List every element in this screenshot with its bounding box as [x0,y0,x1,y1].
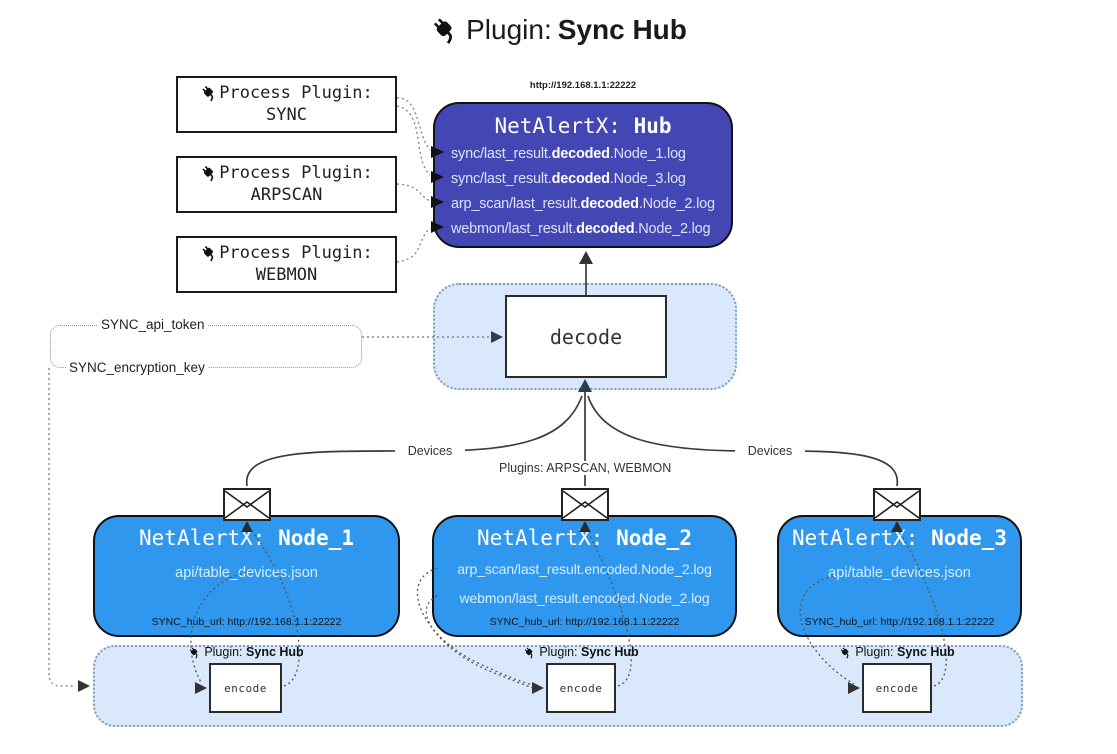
sync-encryption-key-label: SYNC_encryption_key [66,360,208,375]
page-title-name: Sync Hub [557,14,687,45]
node-3-title: NetAlertX:Node_3 [792,526,1007,550]
plug-icon [200,244,218,262]
sync-api-token-label: SYNC_api_token [98,317,208,332]
secrets-to-encoders-link [48,368,76,687]
plug-icon [188,645,201,659]
process-plugin-name: ARPSCAN [250,185,323,205]
process-plugin-label: Process Plugin: [219,163,373,183]
plug-icon [839,645,852,659]
sync-to-hub-link-1 [396,97,431,151]
process-plugin-arpscan-box: Process Plugin: ARPSCAN [176,156,397,213]
envelope-icon [223,488,271,521]
hub-title-prefix: NetAlertX: [494,114,621,138]
encoder-1-label: Plugin: Sync Hub [166,645,326,659]
node-3-file: api/table_devices.json [828,565,971,581]
process-plugin-sync-box: Process Plugin: SYNC [176,76,397,133]
arpscan-to-hub-link [396,183,431,202]
hub-url: http://192.168.1.1:22222 [529,80,637,91]
hub-file: webmon/last_result.decoded.Node_2.log [451,221,711,237]
node-2-title: NetAlertX:Node_2 [477,526,692,550]
plug-icon [430,15,460,45]
hub-box: NetAlertX: Hub sync/last_result.decoded.N… [433,102,733,248]
node-1-file: api/table_devices.json [175,565,318,581]
hub-file: sync/last_result.decoded.Node_1.log [451,146,686,162]
plug-icon [200,84,218,102]
sync-to-hub-link-2 [396,105,431,176]
devices-left-label: Devices [395,444,465,458]
process-plugin-name: SYNC [266,105,307,125]
hub-file: arp_scan/last_result.decoded.Node_2.log [451,196,715,212]
encode-box-2: encode [546,663,616,713]
node-2-file: webmon/last_result.encoded.Node_2.log [459,590,710,606]
encode-box-1: encode [209,663,282,713]
node-1-box: NetAlertX:Node_1 api/table_devices.json … [93,515,400,637]
encode-box-3: encode [862,663,932,713]
node-2-hub-url: SYNC_hub_url: http://192.168.1.1:22222 [489,616,680,628]
plug-icon [523,645,536,659]
hub-file-list: sync/last_result.decoded.Node_1.log sync… [447,142,729,242]
process-plugin-webmon-box: Process Plugin: WEBMON [176,236,397,293]
encoder-3-label: Plugin: Sync Hub [817,645,977,659]
process-plugin-label: Process Plugin: [219,83,373,103]
process-plugin-name: WEBMON [255,265,318,285]
page-title-label: Plugin: [466,14,552,45]
node-2-box: NetAlertX:Node_2 arp_scan/last_result.en… [432,515,737,637]
node-3-box: NetAlertX:Node_3 api/table_devices.json … [777,515,1022,637]
secrets-to-encoders-arrow [78,680,90,692]
envelope-icon [561,488,609,521]
hub-title-name: Hub [633,114,672,138]
decode-box: decode [505,295,667,378]
process-plugin-label: Process Plugin: [219,243,373,263]
decode-to-hub-arrow [579,251,593,264]
node-2-file: arp_scan/last_result.encoded.Node_2.log [457,561,712,577]
plug-icon [200,164,218,182]
page-title: Plugin: Sync Hub [0,14,1117,46]
hub-title: NetAlertX: Hub [435,114,731,138]
node-1-title: NetAlertX:Node_1 [139,526,354,550]
plugins-middle-label: Plugins: ARPSCAN, WEBMON [495,461,675,475]
node-3-hub-url: SYNC_hub_url: http://192.168.1.1:22222 [804,616,995,628]
devices-right-label: Devices [735,444,805,458]
envelope-icon [873,488,921,521]
hub-file: sync/last_result.decoded.Node_3.log [451,171,686,187]
encoder-2-label: Plugin: Sync Hub [501,645,661,659]
node-1-hub-url: SYNC_hub_url: http://192.168.1.1:22222 [151,616,342,628]
webmon-to-hub-link [396,227,431,263]
